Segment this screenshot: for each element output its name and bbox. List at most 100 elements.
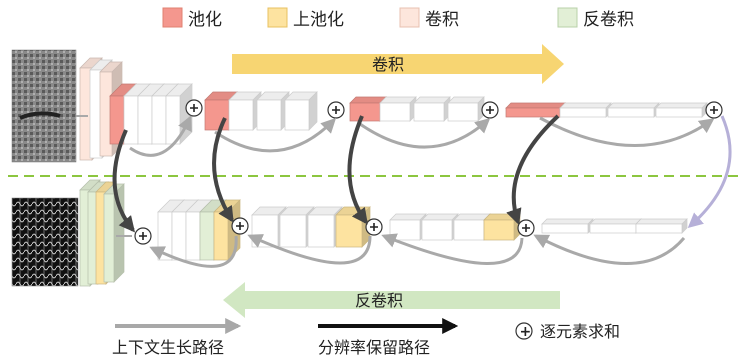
encoder-skip-curve-1 xyxy=(129,115,192,157)
legend-swatch-unpool xyxy=(267,7,288,28)
decoder-sum-3 xyxy=(365,218,383,236)
encoder-conv-3c xyxy=(447,96,485,122)
encoder-conv-2c xyxy=(284,91,318,131)
decoder-conv-4b-top xyxy=(589,218,642,225)
decoder-conv-3c-front xyxy=(453,219,485,241)
encoder-sum-3 xyxy=(481,101,499,119)
encoder-skip-curve-2 xyxy=(214,117,337,153)
encoder-conv-2b xyxy=(256,91,290,131)
encoder-arrow-label: 卷积 xyxy=(372,55,404,74)
encoder-conv-3b xyxy=(413,96,451,122)
encoder-conv-2c-front xyxy=(284,99,310,131)
encoder-conv-4b-top xyxy=(607,102,660,109)
encoder-path xyxy=(79,57,723,161)
decoder-skip-curve-4 xyxy=(533,234,686,265)
encoder-conv-4c xyxy=(655,102,708,118)
encoder-pool-4-front xyxy=(505,107,561,118)
encoder-conv-4a-front xyxy=(559,107,607,118)
resolution-arrow-2 xyxy=(212,117,234,223)
encoder-pool-4-top xyxy=(505,102,566,109)
decoder-conv-4a-top xyxy=(541,218,594,225)
output-segmentation-image xyxy=(11,197,79,287)
decoder-unpool-3 xyxy=(483,213,521,241)
decoder-sum-1 xyxy=(134,227,152,245)
legend-item-conv: 卷积 xyxy=(399,7,459,30)
encoder-conv-4c-front xyxy=(655,107,703,118)
encoder-conv-4b xyxy=(607,102,660,118)
encoder-conv-4c-top xyxy=(655,102,708,109)
encoder-skip-curve-4 xyxy=(539,116,715,147)
decoder-arrow-label: 反卷积 xyxy=(355,291,403,310)
encoder-conv-4a-top xyxy=(559,102,612,109)
decoder-conv-4a xyxy=(541,218,594,234)
connectors xyxy=(76,114,732,268)
decoder-conv-2c-front xyxy=(307,214,335,248)
plus-sign xyxy=(332,106,340,114)
decoder-conv-1b-front xyxy=(171,211,187,261)
legend-label-deconv: 反卷积 xyxy=(583,10,634,30)
encoder-conv-4a xyxy=(559,102,612,118)
encoder-sum-1 xyxy=(185,99,203,117)
decoder-output-4-front xyxy=(103,193,115,283)
legend-swatch-deconv xyxy=(557,7,578,28)
encoder-conv-4b-front xyxy=(607,107,655,118)
encoder-pool-2-front xyxy=(204,99,230,131)
decoder-conv-4c xyxy=(635,218,688,234)
legend-label-pool: 池化 xyxy=(188,10,222,30)
legend-item-pool: 池化 xyxy=(162,7,222,30)
plus-sign xyxy=(236,222,244,230)
decoder-direction-arrow: 反卷积 xyxy=(223,282,560,318)
encoder-direction-arrow: 卷积 xyxy=(232,44,564,84)
decoder-skip-curve-2 xyxy=(247,234,372,265)
decoder-conv-2b-front xyxy=(279,214,307,248)
encoder-sum-4 xyxy=(705,101,723,119)
plus-sign xyxy=(710,106,718,114)
legend: 池化 上池化 卷积 反卷积 xyxy=(162,7,634,30)
bottleneck-curve xyxy=(687,115,732,228)
decoder-unpool-1-front xyxy=(213,211,229,261)
plus-sign xyxy=(190,104,198,112)
decoder-conv-4b xyxy=(589,218,642,234)
decoder-path xyxy=(79,179,688,287)
decoder-conv-4b-front xyxy=(589,223,637,234)
legend-swatch-conv xyxy=(399,7,420,28)
input-image-feature xyxy=(19,111,61,120)
decoder-conv-4c-front xyxy=(635,223,683,234)
plus-sign xyxy=(139,232,147,240)
context-path-legend-label: 上下文生长路径 xyxy=(112,338,224,357)
sum-legend-label: 逐元素求和 xyxy=(540,322,620,341)
legend-swatch-pool xyxy=(162,7,183,28)
encoder-conv-2b-front xyxy=(256,99,282,131)
encoder-sum-2 xyxy=(327,101,345,119)
encoder-conv-3c-front xyxy=(447,102,479,122)
decoder-conv-3a-front xyxy=(389,219,421,241)
legend-item-unpool: 上池化 xyxy=(267,7,344,30)
decoder-output-4 xyxy=(103,183,125,283)
encoder-conv-2a-front xyxy=(228,99,254,131)
decoder-skip-curve-3 xyxy=(381,233,524,265)
decoder-unpool-3-front xyxy=(483,219,515,241)
decoder-conv-1c-front xyxy=(185,211,201,261)
decoder-conv-3b xyxy=(421,213,459,241)
plus-symbol: + xyxy=(520,324,532,340)
encoder-skip-curve-3 xyxy=(359,117,491,149)
encoder-conv-1b-front xyxy=(137,95,153,145)
decoder-sum-2 xyxy=(231,217,249,235)
legend-label-conv: 卷积 xyxy=(425,10,459,30)
encoder-pool-3-front xyxy=(349,102,381,122)
encoder-conv-2a xyxy=(228,91,262,131)
encoder-pool-4 xyxy=(505,102,566,118)
plus-sign xyxy=(486,106,494,114)
resolution-arrow-3 xyxy=(347,115,368,225)
path-legend: 上下文生长路径 分辨率保留路径 + 逐元素求和 xyxy=(112,318,620,357)
encoder-conv-1c-front xyxy=(151,95,167,145)
decoder-conv-4a-front xyxy=(541,223,589,234)
decoder-arrow-shape xyxy=(223,282,560,318)
encoder-conv-3a-front xyxy=(379,102,411,122)
plus-sign xyxy=(522,224,530,232)
encoder-conv-3a xyxy=(379,96,417,122)
resolution-arrow-4 xyxy=(506,114,560,226)
legend-item-deconv: 反卷积 xyxy=(557,7,634,30)
decoder-conv-3a xyxy=(389,213,427,241)
